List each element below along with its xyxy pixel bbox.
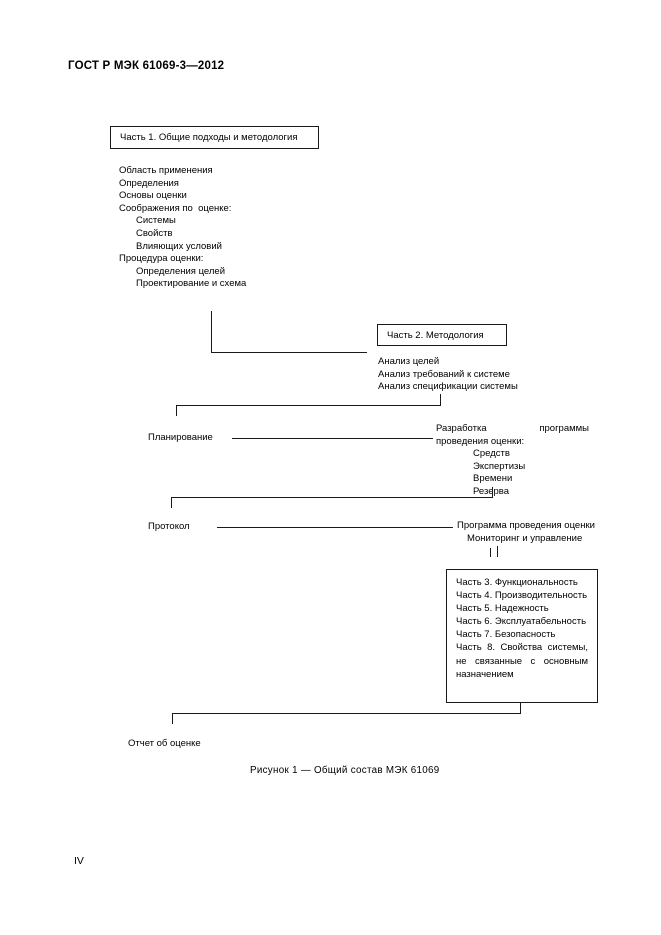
parts-box-line-3: Часть 6. Эксплуатабельность bbox=[456, 616, 587, 628]
part2-item-2: Анализ спецификации системы bbox=[378, 381, 518, 393]
planning-right-item-2: Времени bbox=[473, 473, 513, 485]
connector-planning-horizontal bbox=[176, 405, 441, 406]
planning-link-line bbox=[232, 438, 433, 439]
connector-part1-horizontal bbox=[211, 352, 367, 353]
part1-item-5: Свойств bbox=[136, 228, 173, 239]
connector-report-left-vertical bbox=[172, 713, 173, 724]
connector-report-horizontal bbox=[172, 713, 521, 714]
planning-right-title: Разработка программы проведения оценки: bbox=[436, 423, 589, 447]
connector-planning-out-vertical bbox=[492, 487, 493, 497]
connector-protocol-left-vertical bbox=[171, 497, 172, 508]
part1-item-7: Процедура оценки: bbox=[119, 253, 204, 265]
part1-item-3: Соображения по оценке: bbox=[119, 202, 232, 214]
connector-part1-vertical bbox=[211, 311, 212, 353]
part1-item-0: Область применения bbox=[119, 165, 213, 176]
planning-label: Планирование bbox=[148, 432, 213, 443]
parts-box-line-1: Часть 4. Производительность bbox=[456, 590, 588, 602]
part1-item-6: Влияющих условий bbox=[136, 240, 222, 252]
part1-box-label: Часть 1. Общие подходы и методология bbox=[120, 132, 298, 143]
part2-item-1: Анализ требований к системе bbox=[378, 368, 510, 380]
protocol-label: Протокол bbox=[148, 521, 190, 532]
page-number: IV bbox=[74, 855, 84, 867]
parts-box-line-0: Часть 3. Функциональность bbox=[456, 577, 578, 588]
part1-item-1: Определения bbox=[119, 177, 179, 189]
parts-box-line-2: Часть 5. Надежность bbox=[456, 603, 549, 615]
report-label: Отчет об оценке bbox=[128, 738, 201, 749]
connector-planning-left-vertical bbox=[176, 405, 177, 416]
planning-right-item-1: Экспертизы bbox=[473, 460, 526, 472]
connector-protocol-horizontal bbox=[171, 497, 493, 498]
planning-right-item-0: Средств bbox=[473, 448, 510, 459]
parts-3-8-box: Часть 3. Функциональность Часть 4. Произ… bbox=[446, 569, 598, 703]
protocol-right-line1: Программа проведения оценки bbox=[457, 520, 595, 531]
page-header: ГОСТ Р МЭК 61069-3—2012 bbox=[68, 60, 225, 72]
part1-item-8: Определения целей bbox=[136, 265, 226, 277]
part1-item-2: Основы оценки bbox=[119, 190, 187, 202]
part2-box: Часть 2. Методология bbox=[377, 324, 507, 346]
part2-box-label: Часть 2. Методология bbox=[387, 329, 484, 341]
planning-right-item-3: Резерва bbox=[473, 485, 510, 497]
connector-parts-out-vertical bbox=[520, 703, 521, 713]
parts-box-line-5: Часть 8. Свойства системы, не связанные … bbox=[456, 642, 588, 680]
connector-part2-right-vertical bbox=[440, 394, 441, 405]
parts-box-line-4: Часть 7. Безопасность bbox=[456, 629, 556, 641]
connector-monitoring-stub-right bbox=[497, 546, 498, 557]
figure-caption: Рисунок 1 — Общий состав МЭК 61069 bbox=[250, 765, 440, 776]
connector-monitoring-stub-left bbox=[490, 548, 491, 557]
part1-item-9: Проектирование и схема bbox=[136, 278, 247, 290]
protocol-link-line bbox=[217, 527, 453, 528]
protocol-right-line2: Мониторинг и управление bbox=[467, 532, 583, 544]
part1-item-4: Системы bbox=[136, 215, 176, 227]
part2-item-0: Анализ целей bbox=[378, 356, 440, 367]
part1-box: Часть 1. Общие подходы и методология bbox=[110, 126, 319, 149]
